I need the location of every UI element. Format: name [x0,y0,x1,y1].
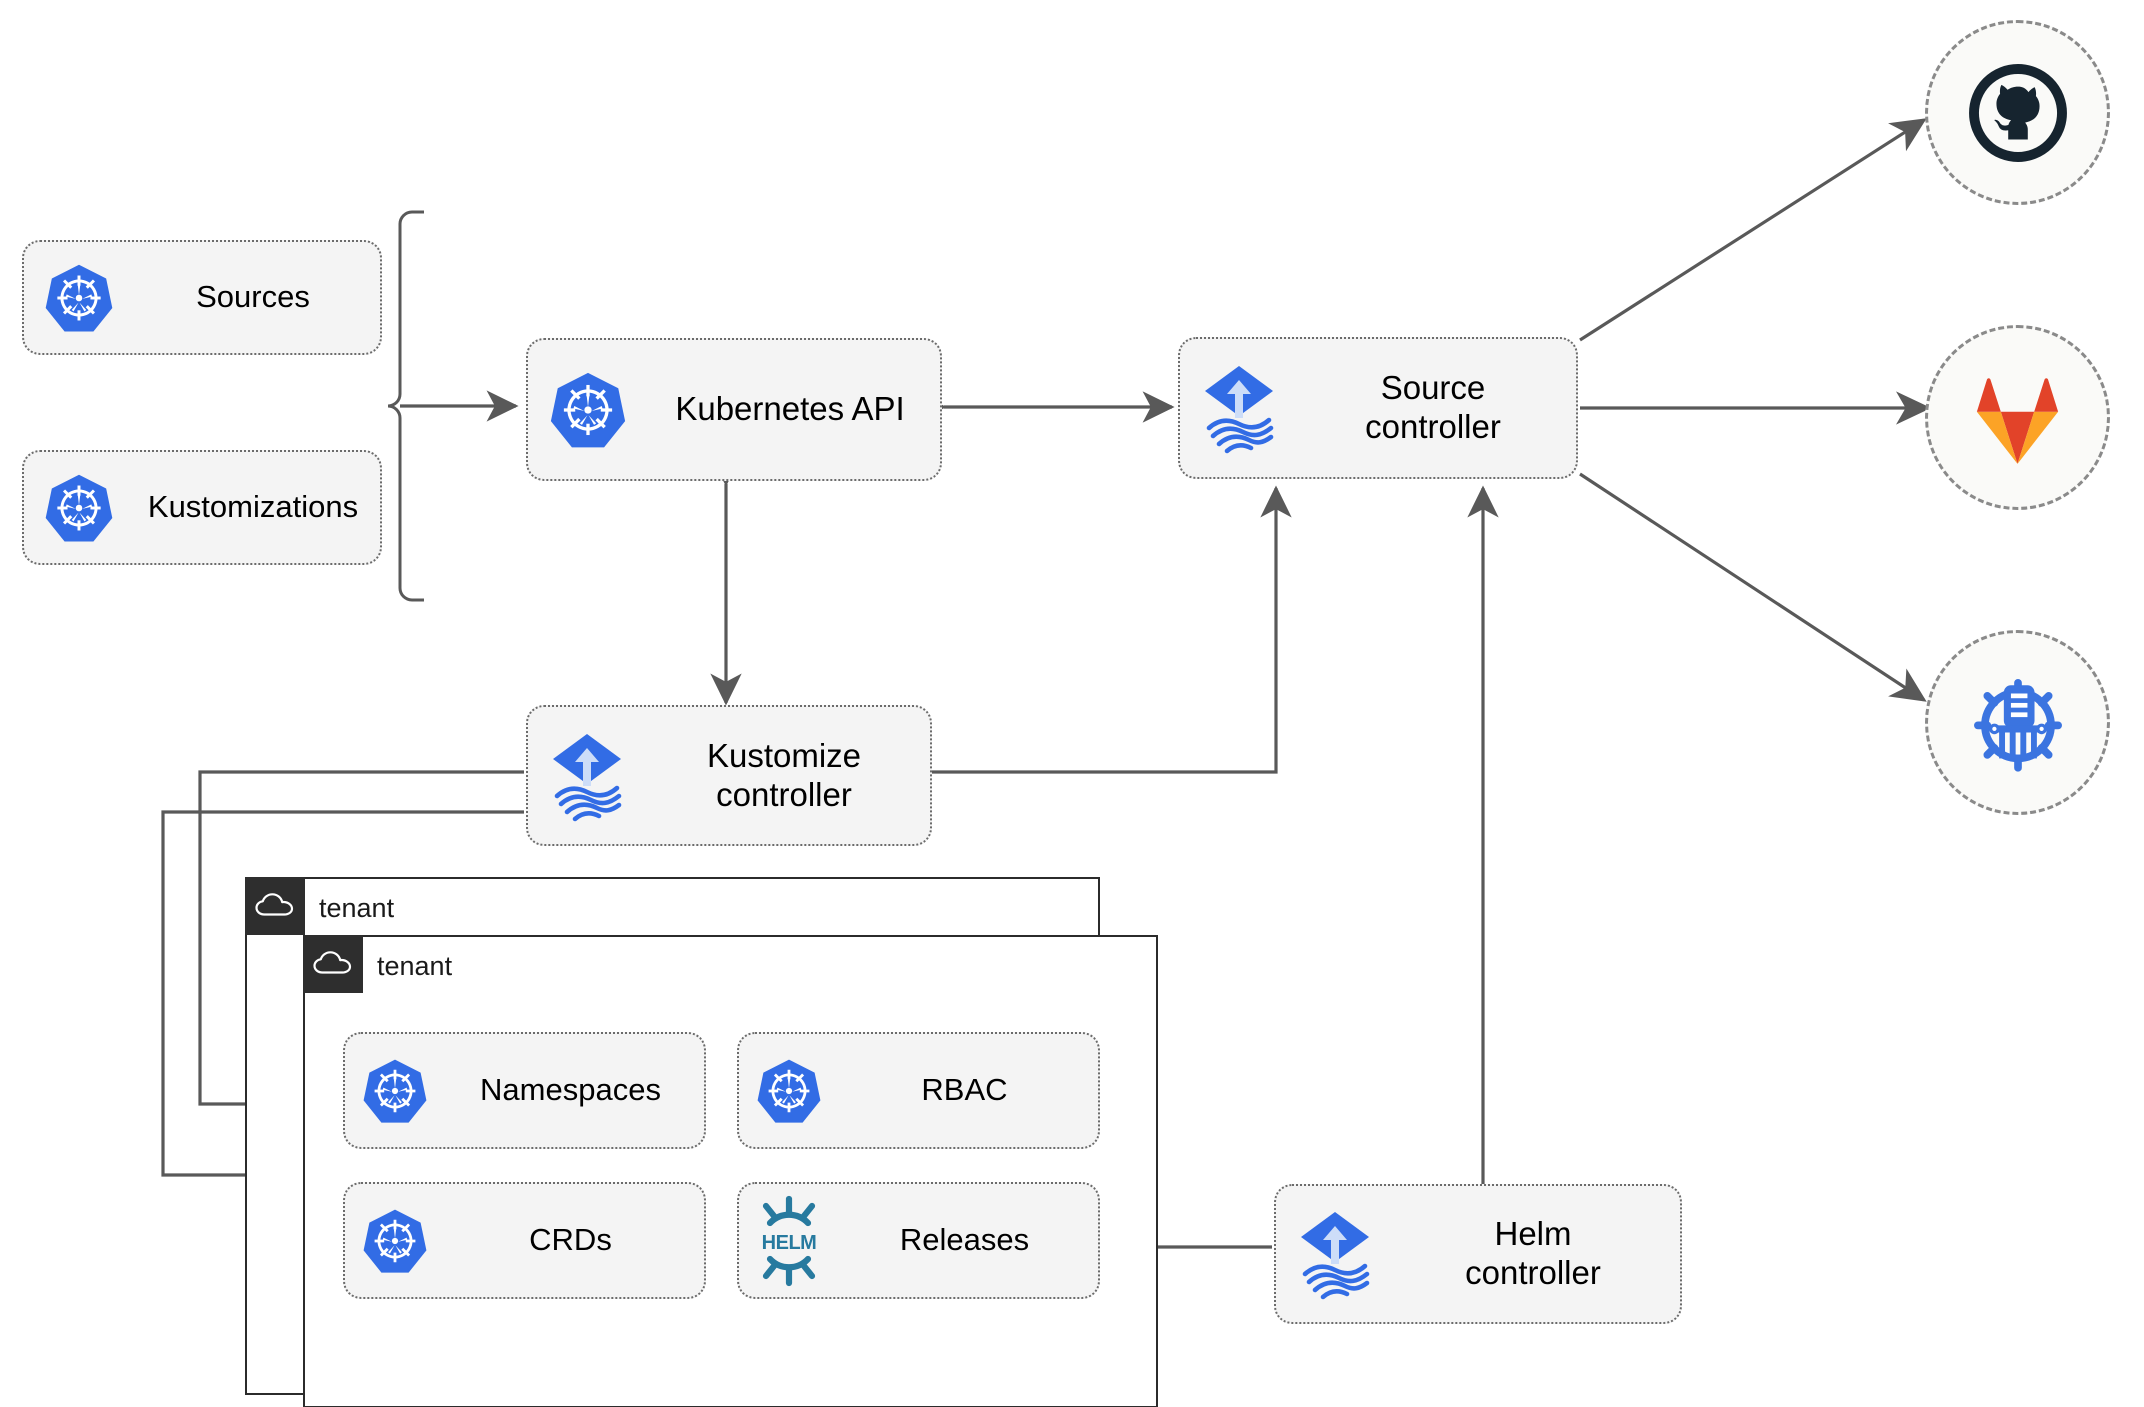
node-label: Helm controller [1465,1215,1601,1291]
cloud-icon [254,892,293,916]
tenant-label-outer: tenant [319,892,395,923]
edge-kustomize-to-source [932,485,1292,774]
group-brace [387,210,424,602]
tenant-container-inner: tenant [302,934,1158,1407]
gitlab-icon [1976,377,2059,464]
repository-github[interactable] [1925,20,2110,205]
node-kustomizations[interactable]: Kustomizations [22,450,382,565]
node-label: Releases [899,1222,1030,1258]
kubernetes-icon [739,1058,839,1124]
node-crds[interactable]: CRDs [343,1182,706,1299]
node-label: RBAC [921,1072,1008,1108]
flux-icon [1276,1208,1394,1300]
node-sources[interactable]: Sources [22,240,382,355]
kubernetes-icon [24,473,134,543]
node-helm-controller[interactable]: Helm controller [1274,1184,1682,1324]
node-label: Sources [196,279,310,315]
repository-helm[interactable] [1925,630,2110,815]
helm-repository-icon [1973,678,2062,772]
flux-icon [528,730,646,822]
node-label: Kubernetes API [675,390,905,428]
tenant-label-inner: tenant [377,950,453,981]
node-kustomize-controller[interactable]: Kustomize controller [526,705,932,846]
node-rbac[interactable]: RBAC [737,1032,1100,1149]
github-icon [1968,63,2067,162]
node-label: Namespaces [480,1072,661,1108]
node-namespaces[interactable]: Namespaces [343,1032,706,1149]
helm-icon: HELM [739,1195,839,1287]
kubernetes-icon [345,1058,445,1124]
node-label: CRDs [529,1222,612,1258]
tenant-tab-outer [244,876,305,935]
edge-source-to-helmrepo [1579,472,1927,702]
kubernetes-icon [528,371,648,449]
node-label: Kustomize controller [706,736,862,813]
node-releases[interactable]: HELM Releases [737,1182,1100,1299]
node-kubernetes-api[interactable]: Kubernetes API [526,338,942,481]
node-source-controller[interactable]: Source controller [1178,337,1578,479]
kubernetes-icon [345,1208,445,1274]
repository-gitlab[interactable] [1925,325,2110,510]
tenant-tab-inner [302,934,363,993]
cloud-icon [312,950,351,974]
svg-text:HELM: HELM [762,1232,817,1254]
node-label: Kustomizations [147,489,359,525]
flux-icon [1180,362,1298,454]
node-label: Source controller [1365,369,1501,445]
edge-source-to-github [1579,118,1927,342]
kubernetes-icon [24,263,134,333]
